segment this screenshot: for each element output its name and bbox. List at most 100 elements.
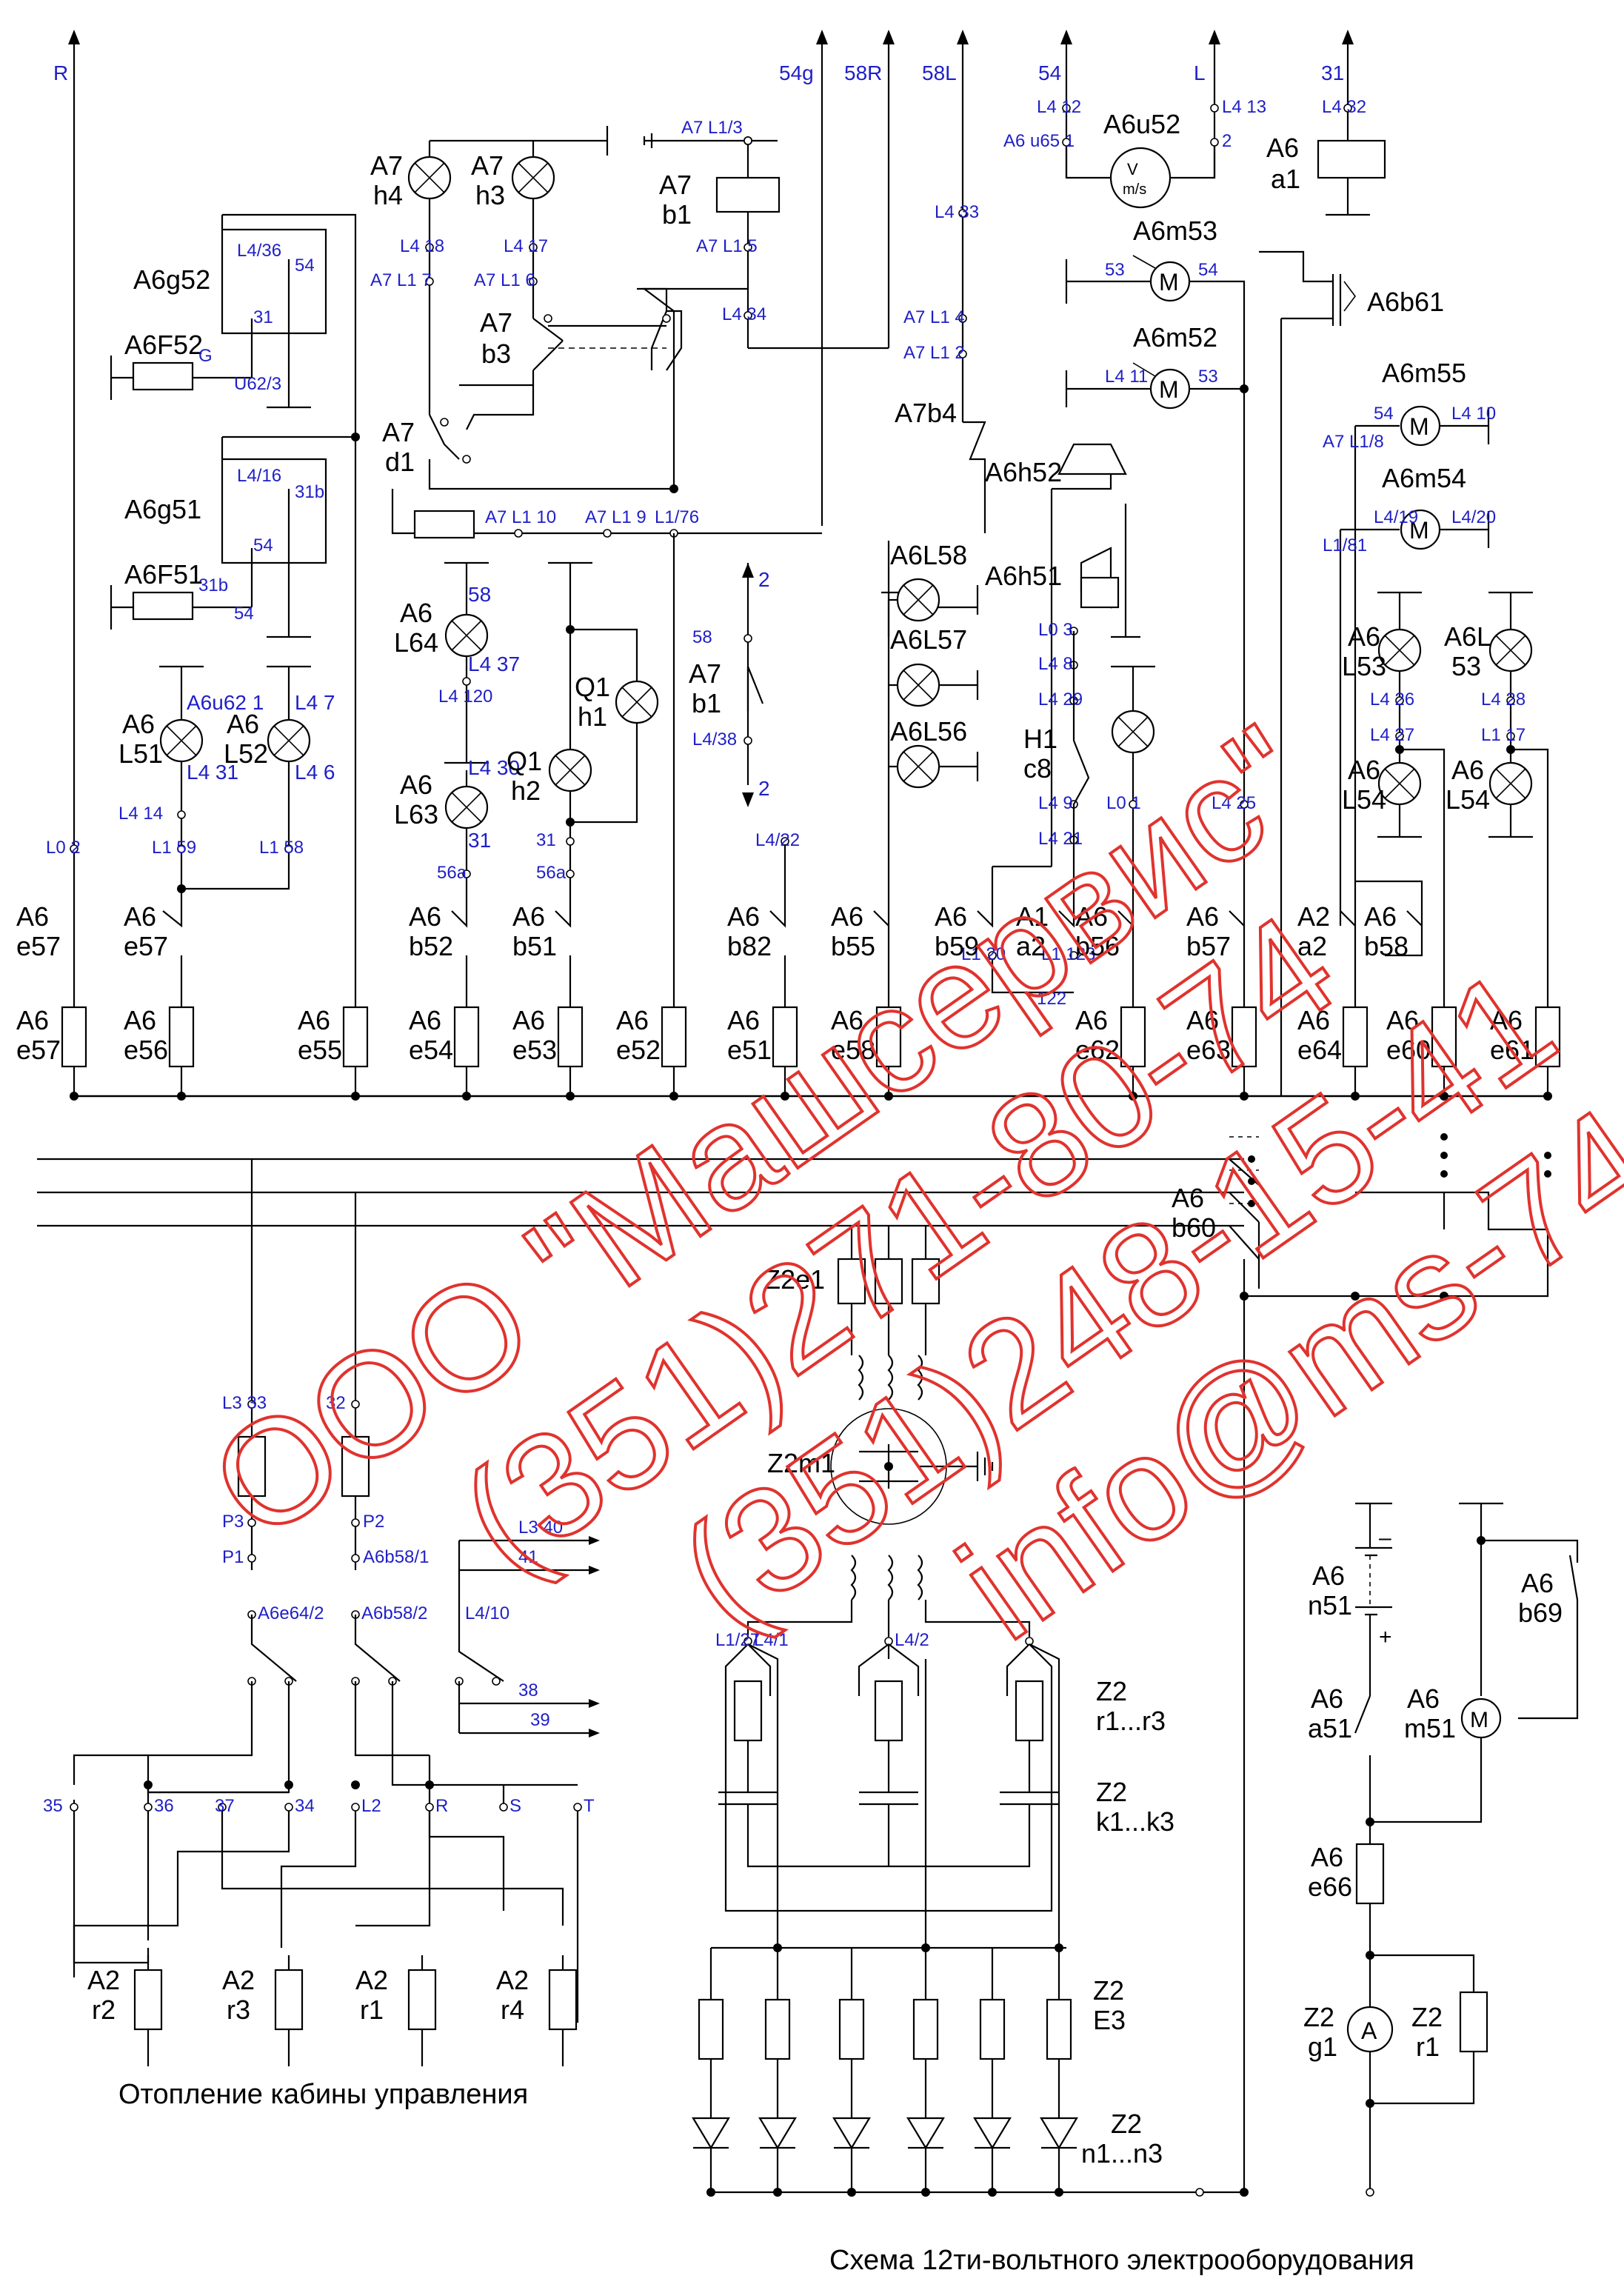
- wire-label: L4 30: [468, 756, 520, 779]
- motor-a6m55: M A6m55 54 L4 10 A7 L1/8: [1323, 358, 1496, 1096]
- label-a6: A6: [1451, 755, 1484, 785]
- label-r3: r3: [227, 1994, 250, 2025]
- label-a6: A6: [1172, 1183, 1204, 1213]
- fuse-group-label: A6: [616, 1005, 649, 1035]
- label-n1-n3: n1...n3: [1081, 2138, 1163, 2169]
- fuse-group-label: A6: [1186, 1005, 1219, 1035]
- wire-label: L3 33: [222, 1393, 267, 1413]
- fuse-group-label: A6: [1490, 1005, 1523, 1035]
- label-b69: b69: [1518, 1598, 1563, 1628]
- wire-label: L1 17: [1481, 725, 1526, 745]
- top-rails: R 54g 58R 58L 54 L 31: [53, 30, 1354, 1096]
- label-l63: L63: [394, 799, 438, 829]
- diode-icon: [758, 2117, 797, 2150]
- wire-label: 41: [518, 1547, 538, 1567]
- wire-label: L0 2: [46, 838, 81, 858]
- fuse-id-label: e62: [1075, 1035, 1120, 1065]
- svg-text:M: M: [1409, 517, 1429, 544]
- fuse: [875, 1006, 902, 1068]
- svg-text:+: +: [1379, 1625, 1392, 1649]
- label-r2: r2: [92, 1994, 116, 2025]
- rectifier-fuse: [698, 1998, 724, 2060]
- label-h3: h3: [475, 180, 505, 210]
- label-z2: Z2: [1111, 2109, 1142, 2139]
- label-a2: A2: [222, 1965, 255, 1995]
- label-m51: m51: [1404, 1713, 1456, 1743]
- wire-label: L4 6: [295, 761, 335, 784]
- wire-label: L4 34: [722, 304, 766, 324]
- rail-label-l: L: [1194, 61, 1206, 84]
- switch-group-label: A6: [935, 901, 967, 932]
- wire-label: P1: [222, 1547, 244, 1567]
- label-a51: a51: [1308, 1713, 1352, 1743]
- wire-label: 54: [1374, 404, 1394, 424]
- wire-label: L4 31: [187, 761, 238, 784]
- generator-a6g52: A6g52 A6F52 L4/36 54 31 G U62/3: [110, 213, 357, 437]
- fuse: [453, 1006, 480, 1068]
- wire-label: 54: [1198, 260, 1218, 280]
- wire-label: U62/3: [234, 374, 281, 394]
- wire-label: L4/20: [1451, 507, 1496, 527]
- label-a6: A6: [1348, 621, 1380, 652]
- wire-label: A7 L1 9: [585, 507, 646, 527]
- wire-label: 31: [536, 830, 556, 850]
- label-b3: b3: [481, 338, 511, 369]
- fuse-id-label: e63: [1186, 1035, 1231, 1065]
- svg-text:V: V: [1127, 160, 1138, 178]
- wire-label: L4 25: [1212, 793, 1256, 813]
- wire-label: A6b58/1: [363, 1547, 429, 1567]
- caption-scheme: Схема 12ти-вольтного электрооборудования: [829, 2245, 1414, 2276]
- label-a7: A7: [689, 658, 721, 689]
- diode-icon: [906, 2117, 945, 2150]
- label-a6g51: A6g51: [124, 494, 201, 524]
- wire-label: L4 9: [1038, 793, 1073, 813]
- label-n51: n51: [1308, 1590, 1352, 1620]
- wire-label: L4 14: [118, 804, 163, 824]
- switch-id-label: b59: [935, 931, 979, 961]
- switch-a7b1-mid: 2 58 L4/38 2 A7 b1: [689, 563, 770, 807]
- switch-id-label: e57: [124, 931, 168, 961]
- wire-label: 2: [758, 777, 770, 800]
- wire-label: L4 28: [1481, 690, 1526, 710]
- fuse-group-label: A6: [124, 1005, 156, 1035]
- label-e3: E3: [1093, 2005, 1126, 2035]
- label-a6l57: A6L57: [890, 624, 967, 655]
- wire-label: 56a: [536, 863, 567, 883]
- label-h1: H1: [1023, 724, 1057, 754]
- label-k1-k3: k1...k3: [1096, 1806, 1174, 1837]
- label-a7: A7: [370, 150, 403, 181]
- rectifier-fuse: [764, 1998, 791, 2060]
- diode-icon: [832, 2117, 871, 2150]
- wire-label: L4 37: [468, 652, 520, 675]
- wire-label: P3: [222, 1512, 244, 1532]
- wire-label: A7 L1 7: [370, 270, 432, 290]
- svg-text:–: –: [1379, 1526, 1391, 1550]
- fuse-id-label: e51: [727, 1035, 772, 1065]
- switch-id-label: b52: [409, 931, 453, 961]
- label-a6m55: A6m55: [1382, 358, 1466, 388]
- switch-id-label: b82: [727, 931, 772, 961]
- label-a6m53: A6m53: [1133, 216, 1217, 246]
- switch-group-label: A6: [831, 901, 863, 932]
- label-a6m52: A6m52: [1133, 322, 1217, 353]
- wire-label: S: [509, 1796, 521, 1816]
- switch-a6b61: A6b61: [1259, 250, 1444, 1096]
- label-l51: L51: [118, 738, 163, 769]
- label-l52: L52: [224, 738, 268, 769]
- lamps-q1: Q1 h1 Q1 h2 31 56a: [507, 561, 659, 918]
- label-l64: L64: [394, 627, 438, 658]
- label-a6: A6: [227, 709, 259, 739]
- switch-group-label: A6: [409, 901, 441, 932]
- label-a6f52: A6F52: [124, 330, 203, 360]
- fuse-group-label: A6: [409, 1005, 441, 1035]
- label-l53: L53: [1342, 651, 1386, 681]
- wire-label: 35: [43, 1796, 63, 1816]
- label-a6: A6: [400, 770, 432, 800]
- switch-id-label: a2: [1016, 931, 1046, 961]
- switch-id-label: b55: [831, 931, 875, 961]
- wire-label: L4/19: [1374, 507, 1418, 527]
- fuse: [661, 1006, 687, 1068]
- label-a6: A6: [1312, 1560, 1345, 1591]
- label-a6: A6: [1407, 1683, 1440, 1714]
- fuse-id-label: e56: [124, 1035, 168, 1065]
